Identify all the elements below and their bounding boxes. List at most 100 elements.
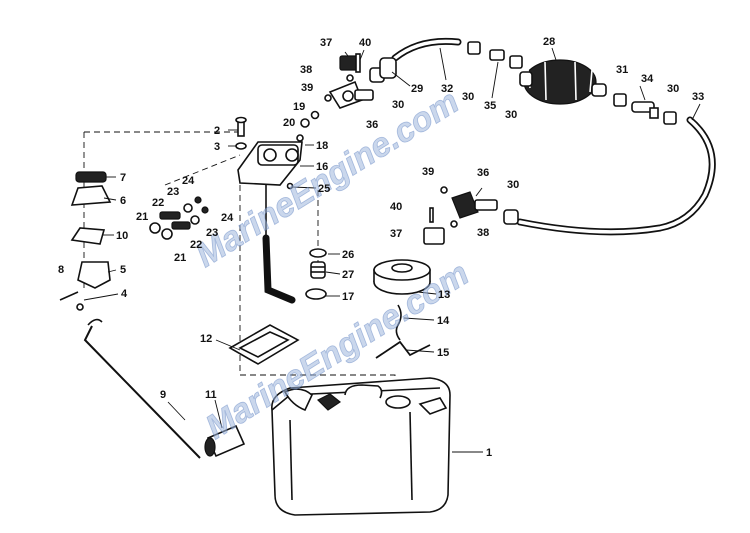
gauge-body-5 <box>77 261 111 289</box>
callout-1: 1 <box>486 447 492 459</box>
vent-wire-15 <box>375 340 431 359</box>
callout-29: 29 <box>411 83 423 95</box>
fuel-valve-housing-16 <box>237 141 303 304</box>
clamp-30b <box>509 55 523 69</box>
callout-30d: 30 <box>667 83 679 95</box>
callout-27: 27 <box>342 269 354 281</box>
pin-40-lower <box>429 207 434 223</box>
callout-5: 5 <box>120 264 126 276</box>
callout-37b: 37 <box>390 228 402 240</box>
washer-26 <box>309 248 327 258</box>
callout-39a: 39 <box>301 82 313 94</box>
float-arm-9 <box>83 325 201 459</box>
chain-14 <box>395 304 402 341</box>
primer-bulb-28 <box>519 59 607 105</box>
plug-37-lower <box>423 227 445 245</box>
callout-4: 4 <box>121 288 128 300</box>
callout-labels: 1 2 3 4 5 6 7 8 9 10 11 12 13 14 15 16 1… <box>58 36 704 459</box>
callout-40b: 40 <box>390 201 402 213</box>
callout-20: 20 <box>283 117 295 129</box>
callout-30e: 30 <box>507 179 519 191</box>
spring-27 <box>310 261 326 279</box>
callout-24b: 24 <box>221 212 234 224</box>
callout-39b: 39 <box>422 166 434 178</box>
washer-39-lower <box>440 186 448 194</box>
pin-25 <box>286 182 294 190</box>
callout-31: 31 <box>616 64 628 76</box>
callout-23b: 23 <box>206 227 218 239</box>
washer-39-upper <box>324 94 332 102</box>
float-11 <box>204 424 246 458</box>
float-arm-bracket-10 <box>70 227 106 245</box>
connector-35 <box>489 49 505 61</box>
callout-15: 15 <box>437 347 449 359</box>
callout-36a: 36 <box>366 119 378 131</box>
callout-30b: 30 <box>462 91 474 103</box>
connector-assembly-36-lower <box>451 191 498 219</box>
clamp-30c <box>663 111 677 125</box>
clamp-31 <box>613 93 627 107</box>
callout-18: 18 <box>316 140 328 152</box>
callout-17: 17 <box>342 291 354 303</box>
callout-3: 3 <box>214 141 220 153</box>
washer-38-upper <box>346 74 354 82</box>
leader-lines <box>83 47 701 453</box>
washer-38-lower <box>450 220 458 228</box>
callout-21a: 21 <box>136 211 148 223</box>
fuel-tank <box>271 377 451 516</box>
callout-19: 19 <box>293 101 305 113</box>
filler-cap-13 <box>373 259 431 295</box>
spring-22a <box>159 211 181 220</box>
hose-end-29 <box>379 57 397 79</box>
callout-14: 14 <box>437 315 450 327</box>
callout-30a: 30 <box>392 99 404 111</box>
screw-2 <box>235 116 247 137</box>
callout-40a: 40 <box>359 37 371 49</box>
gauge-lens-7 <box>75 171 107 183</box>
callout-11: 11 <box>205 389 217 401</box>
callout-2: 2 <box>214 125 220 137</box>
connector-34 <box>631 101 659 119</box>
connector-assembly-36-upper <box>328 80 374 109</box>
fuel-hose-32 <box>391 37 462 62</box>
callout-16: 16 <box>316 161 328 173</box>
callout-13: 13 <box>438 289 450 301</box>
fuel-hose-33 <box>516 116 716 236</box>
callout-6: 6 <box>120 195 126 207</box>
clamp-30-lower <box>503 209 519 225</box>
gauge-cover-6 <box>70 185 112 206</box>
bead-18 <box>296 134 304 142</box>
callout-21b: 21 <box>174 252 186 264</box>
callout-37a: 37 <box>320 37 332 49</box>
ball-23a <box>183 203 193 213</box>
callout-23a: 23 <box>167 186 179 198</box>
ball-21b <box>161 228 173 240</box>
gasket-12 <box>228 324 300 365</box>
spring-22b <box>171 221 191 230</box>
callout-33: 33 <box>692 91 704 103</box>
callout-9: 9 <box>160 389 166 401</box>
callout-30c: 30 <box>505 109 517 121</box>
callout-34: 34 <box>641 73 654 85</box>
callout-12: 12 <box>200 333 212 345</box>
callout-22b: 22 <box>190 239 202 251</box>
callout-10: 10 <box>116 230 128 242</box>
callout-35: 35 <box>484 100 496 112</box>
callout-38a: 38 <box>300 64 312 76</box>
callout-24a: 24 <box>182 175 195 187</box>
washer-17 <box>305 288 327 300</box>
pin-40-upper <box>355 53 361 73</box>
callout-36b: 36 <box>477 167 489 179</box>
clamp-30a <box>467 41 481 55</box>
callout-38b: 38 <box>477 227 489 239</box>
screw-8 <box>59 291 79 301</box>
washer-3 <box>235 142 247 150</box>
nut-4 <box>76 303 84 311</box>
callout-7: 7 <box>120 172 126 184</box>
float-arm-clip <box>87 318 103 326</box>
washer-19 <box>310 110 320 120</box>
callout-28: 28 <box>543 36 555 48</box>
washer-20 <box>300 118 310 128</box>
callout-22a: 22 <box>152 197 164 209</box>
